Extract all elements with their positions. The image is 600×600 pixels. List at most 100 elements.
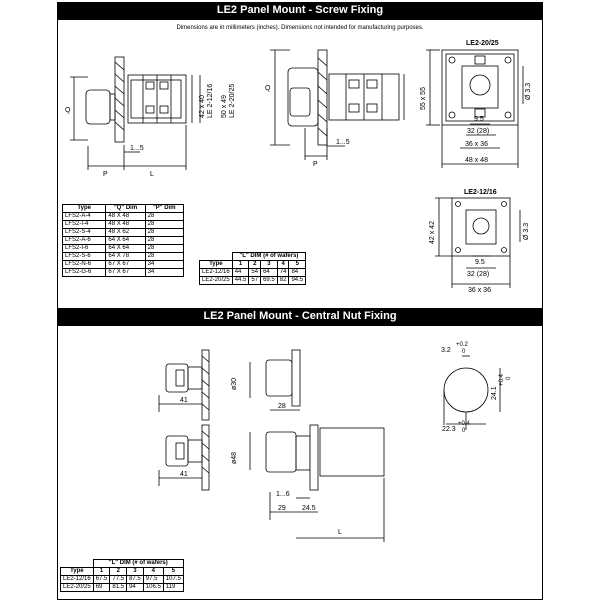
l-table-cell: 57 (248, 276, 262, 285)
dim-24-5: 24.5 (302, 505, 316, 512)
model-le2-20-25-label: LE2-20/25 (466, 40, 499, 47)
model-le2-12-16-label: LE2-12/16 (464, 189, 497, 196)
cutout-24-1-tol-upper: +0.4 (499, 373, 505, 386)
dim-p-2: P (313, 161, 318, 168)
qp-cell: LFS2-A-6 (61, 236, 107, 245)
dimensions-note: Dimensions are in millimeters (inches). … (176, 25, 424, 31)
dim-l-bottom: L (338, 529, 342, 536)
l-table-caption-screw: "L" DIM (# of wafers) (231, 252, 307, 261)
qp-cell: 34 (144, 260, 185, 269)
dim-hole-3-3-b: Ø 3.3 (523, 223, 530, 240)
l-table-cell: LE2-20/25 (199, 276, 233, 285)
l-table-type-header-screw: Type (199, 260, 233, 269)
qp-cell: 28 (144, 228, 185, 237)
qp-cell: 67 X 67 (105, 268, 146, 277)
dim-42x42: 42 x 42 (429, 221, 436, 244)
l-table-cell: 67.5 (92, 575, 111, 584)
dim-9-5-a: 9.5 (474, 116, 484, 123)
l-table-col-header: 1 (92, 567, 111, 576)
dim-hole-3-3-a: Ø 3.3 (525, 83, 532, 100)
qp-cell: LFS2-I-4 (61, 220, 107, 229)
cutout-22-3-tol-lower: 0 (462, 428, 466, 434)
qp-cell: 64 X 78 (105, 252, 146, 261)
l-table-col-header: 1 (231, 260, 250, 269)
qp-cell: 34 (144, 268, 185, 277)
l-table-cell: 69.5 (260, 276, 278, 285)
central-nut-title: LE2 Panel Mount - Central Nut Fixing (57, 308, 543, 325)
l-table-cell: 69 (92, 583, 111, 592)
dim-q-1: Q (65, 107, 71, 114)
qp-header-q: "Q" Dim (105, 204, 146, 213)
qp-cell: 48 X 48 (105, 212, 146, 221)
l-table-cell: 81.5 (109, 583, 128, 592)
qp-cell: 67 X 67 (105, 260, 146, 269)
qp-cell: LFS2-I-6 (61, 244, 107, 253)
l-table-cell: 97.5 (142, 575, 164, 584)
l-table-cell: LE2-12/16 (199, 268, 233, 277)
l-table-cell: 82 (276, 276, 290, 285)
cutout-3-2-tol-lower: 0 (462, 349, 466, 355)
l-table-cell: LE2-12/16 (60, 575, 94, 584)
front-view-le2-20-25 (426, 49, 524, 168)
dim-41-b: 41 (180, 471, 188, 478)
dim-41-a: 41 (180, 397, 188, 404)
l-table-cell: 84 (288, 268, 307, 277)
cutout-3-2: 3.2 (441, 347, 451, 354)
l-table-col-header: 4 (142, 567, 164, 576)
screw-fixing-title: LE2 Panel Mount - Screw Fixing (57, 2, 543, 19)
dim-36x36-a: 36 x 36 (465, 141, 488, 148)
dim-dia-48: ø48 (231, 452, 238, 464)
cutout-22-3: 22.3 (442, 426, 456, 433)
l-table-cell: 44.5 (231, 276, 250, 285)
nut-view-large (158, 424, 385, 542)
dim-36x36-b: 36 x 36 (468, 287, 491, 294)
l-table-col-header: 5 (288, 260, 307, 269)
nut-view-small (158, 349, 301, 421)
qp-cell: 28 (144, 252, 185, 261)
qp-cell: 28 (144, 212, 185, 221)
qp-cell: 64 X 64 (105, 236, 146, 245)
l-table-cell: 94.5 (288, 276, 307, 285)
dim-q-2: Q (265, 85, 271, 92)
cutout-24-1: 24.1 (491, 386, 498, 400)
panel-cutout (443, 355, 501, 430)
l-table-cell: 87.5 (126, 575, 144, 584)
l-table-cell: 119 (162, 583, 184, 592)
l-table-col-header: 2 (109, 567, 128, 576)
l-table-cell: 54 (248, 268, 262, 277)
dim-dia-30: ø30 (231, 378, 238, 390)
l-table-col-header: 2 (248, 260, 262, 269)
l-table-cell: LE2-20/25 (60, 583, 94, 592)
qp-table-header: Type "Q" Dim "P" Dim (61, 204, 185, 213)
dim-32-28-a: 32 (28) (467, 128, 489, 135)
dim-le2-12-16-vertical: LE 2-12/16 (207, 84, 214, 118)
l-table-col-header: 3 (260, 260, 278, 269)
dim-range-1: 1...5 (130, 145, 144, 152)
front-view-le2-12-16 (435, 197, 521, 288)
dim-l-1: L (150, 171, 154, 178)
l-table-col-header: 5 (162, 567, 184, 576)
l-table-cell: 77.5 (109, 575, 128, 584)
dim-29: 29 (278, 505, 286, 512)
dim-le2-20-25-vertical: LE 2-20/25 (229, 84, 236, 118)
l-table-cell: 64 (260, 268, 278, 277)
qp-cell: LFS2-S-6 (61, 252, 107, 261)
qp-cell: 28 (144, 244, 185, 253)
dim-42x40: 42 x 40 (199, 95, 206, 118)
qp-cell: 48 X 62 (105, 228, 146, 237)
dim-9-5-b: 9.5 (475, 259, 485, 266)
dim-32-28-b: 32 (28) (467, 271, 489, 278)
dim-28: 28 (278, 403, 286, 410)
qp-cell: 64 X 64 (105, 244, 146, 253)
l-table-caption-nut: "L" DIM (# of wafers) (92, 559, 184, 568)
